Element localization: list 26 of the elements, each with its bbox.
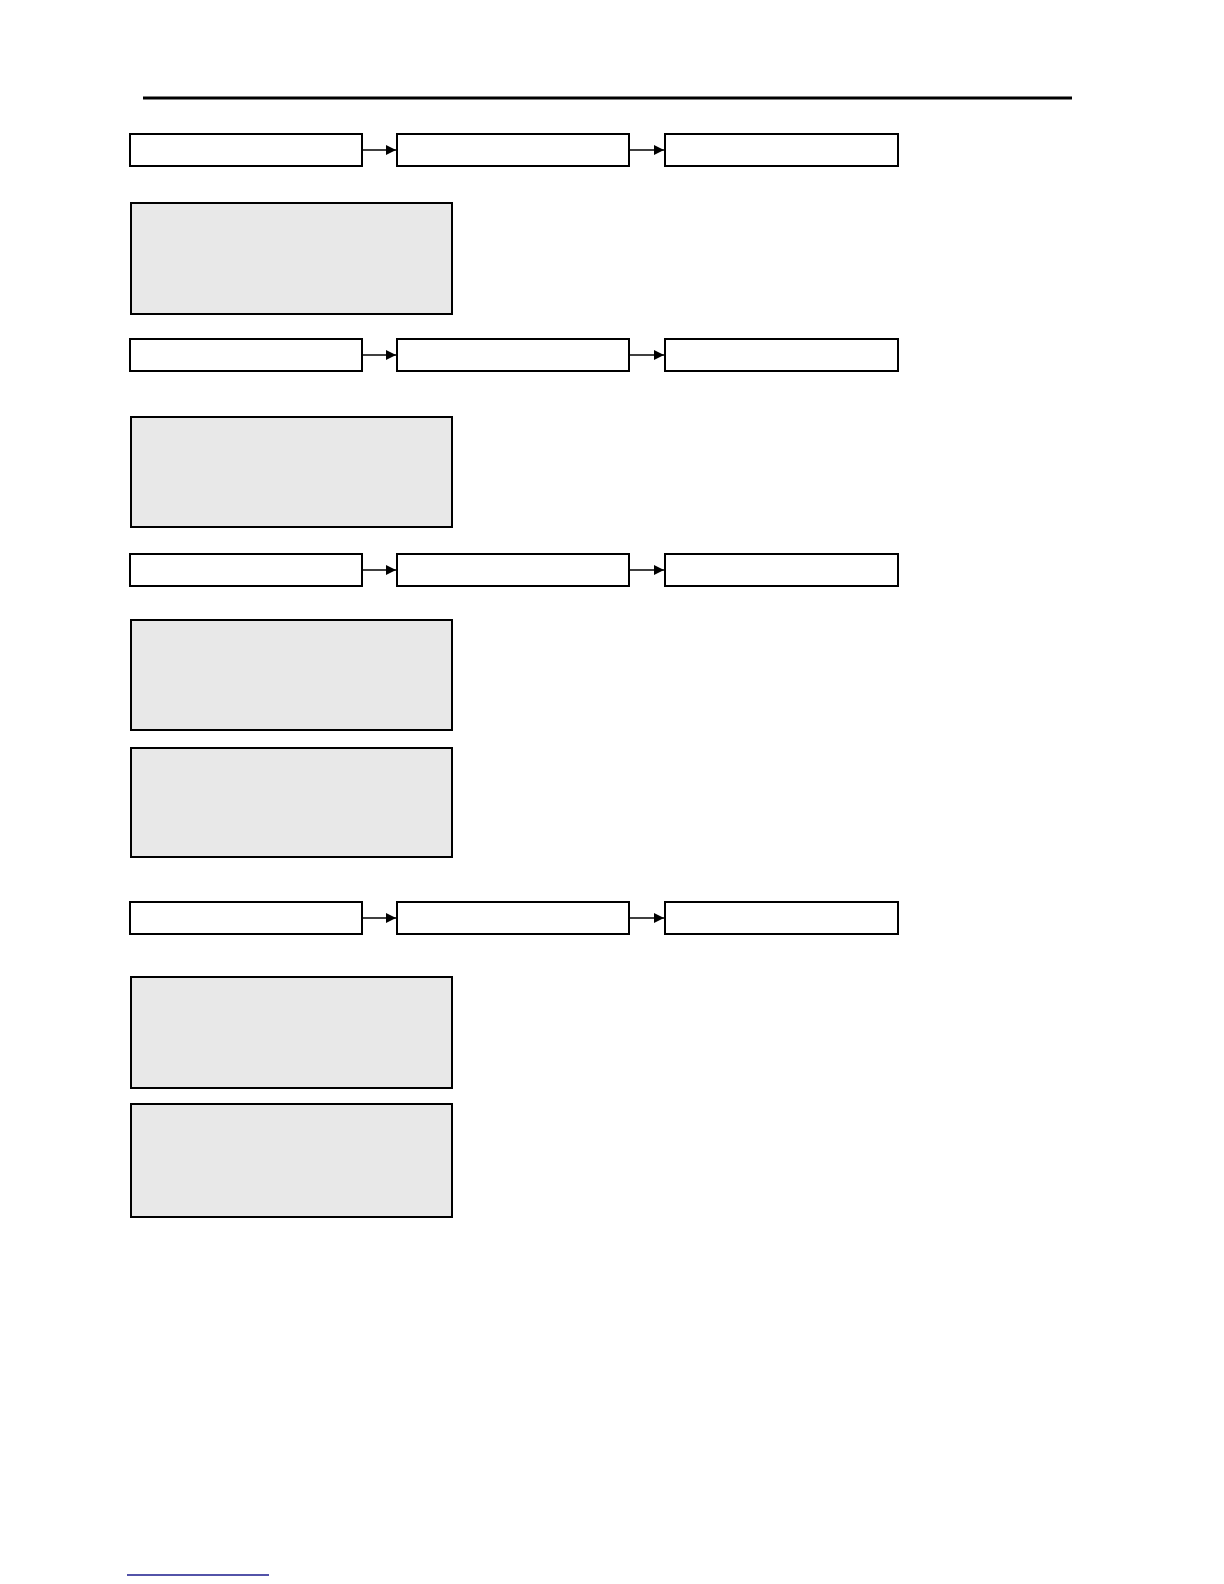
- arrow: [629, 350, 665, 360]
- process-box: [396, 338, 630, 372]
- process-box: [396, 901, 630, 935]
- process-box: [129, 553, 363, 587]
- process-box: [396, 553, 630, 587]
- note-panel: [130, 1103, 453, 1218]
- arrow: [362, 350, 397, 360]
- process-box: [664, 133, 899, 167]
- process-box: [129, 133, 363, 167]
- note-panel: [130, 619, 453, 731]
- note-panel: [130, 747, 453, 858]
- note-panel: [130, 202, 453, 315]
- process-box: [129, 901, 363, 935]
- arrow: [629, 145, 665, 155]
- arrow: [362, 913, 397, 923]
- process-box: [129, 338, 363, 372]
- process-box: [664, 338, 899, 372]
- arrow: [629, 913, 665, 923]
- arrow: [629, 565, 665, 575]
- process-box: [396, 133, 630, 167]
- arrow: [362, 565, 397, 575]
- note-panel: [130, 976, 453, 1089]
- process-box: [664, 553, 899, 587]
- note-panel: [130, 416, 453, 528]
- process-box: [664, 901, 899, 935]
- arrow: [362, 145, 397, 155]
